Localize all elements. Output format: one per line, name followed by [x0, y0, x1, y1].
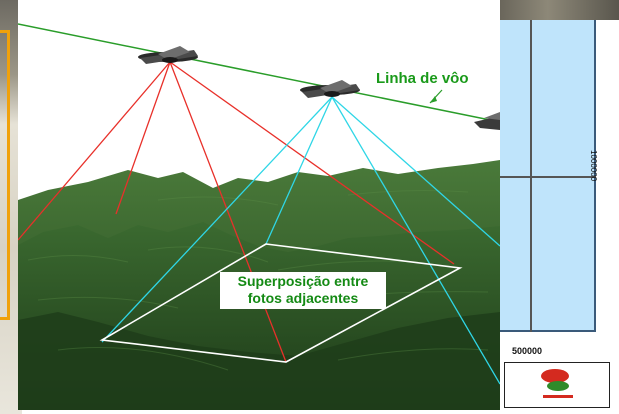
aerial-photography-diagram	[18, 0, 500, 410]
overlap-label: Superposição entre fotos adjacentes	[220, 272, 386, 309]
aircraft-2-icon	[300, 80, 360, 98]
overlap-area-outline	[99, 243, 463, 363]
map-tick-label: 500000	[512, 346, 543, 356]
photo-1-rays	[18, 61, 455, 363]
aircraft-3-icon	[474, 112, 500, 130]
flight-line-pointer-arrowhead	[430, 96, 437, 103]
background-photo-strip	[500, 0, 619, 20]
logo-red-shape	[541, 369, 569, 383]
flight-line	[18, 23, 500, 123]
map-crosshair-vertical	[530, 20, 532, 332]
background-left-panel	[0, 0, 22, 414]
logo-red-bar	[543, 395, 573, 398]
logo-box	[504, 362, 610, 408]
photo-2-rays	[101, 96, 500, 385]
background-right-panel: 1000000 500000	[500, 0, 619, 414]
overlap-label-line-1: Superposição entre	[237, 273, 369, 289]
overlap-label-line-2: fotos adjacentes	[247, 290, 359, 306]
map-side-label: 1000000	[589, 150, 598, 182]
map-crosshair-horizontal	[500, 176, 596, 178]
terrain-foreground	[18, 312, 500, 410]
aircraft-1-icon	[138, 46, 198, 64]
logo-green-shape	[547, 381, 569, 391]
flight-line-label: Linha de vôo	[376, 70, 469, 87]
background-orange-frame	[0, 30, 10, 320]
